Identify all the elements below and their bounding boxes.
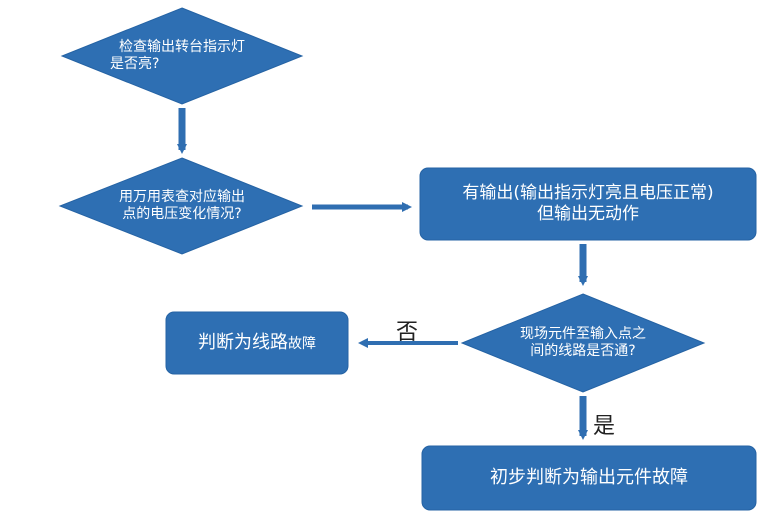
measure-voltage-line2: 点的电压变化情况? bbox=[122, 206, 242, 222]
output-component-fault-label: 初步判断为输出元件故障 bbox=[490, 466, 688, 488]
output-no-action-line1: 有输出(输出指示灯亮且电压正常) bbox=[462, 182, 714, 203]
wiring-fault-text: 判断为线路 故障 bbox=[166, 312, 348, 374]
wiring-fault-box bbox=[165, 311, 349, 375]
check-indicator-line2: 是否亮? bbox=[110, 56, 160, 72]
measure-voltage-text: 用万用表查对应输出 点的电压变化情况? bbox=[92, 180, 272, 232]
output-no-action-line2: 但输出无动作 bbox=[537, 204, 639, 224]
check-wiring-line2: 间的线路是否通? bbox=[530, 343, 636, 359]
measure-voltage-line1: 用万用表查对应输出 bbox=[119, 188, 245, 205]
check-indicator-line1: 检查输出转台指示灯 bbox=[119, 38, 245, 55]
yes-edge-label: 是 bbox=[593, 414, 616, 439]
output-no-action-text: 有输出(输出指示灯亮且电压正常) 但输出无动作 bbox=[420, 170, 756, 238]
wiring-fault-main: 判断为线路 bbox=[198, 331, 288, 353]
output-component-fault-text: 初步判断为输出元件故障 bbox=[422, 446, 756, 510]
no-edge-label: 否 bbox=[396, 320, 419, 345]
check-wiring-line1: 现场元件至输入点之 bbox=[520, 325, 646, 342]
check-wiring-text: 现场元件至输入点之 间的线路是否通? bbox=[493, 317, 673, 369]
check-indicator-text: 检查输出转台指示灯 是否亮? bbox=[92, 30, 272, 82]
output-no-action-box bbox=[419, 167, 757, 241]
output-component-fault-box bbox=[421, 445, 757, 511]
measure-voltage-decision bbox=[58, 157, 304, 255]
check-wiring-decision bbox=[460, 293, 706, 393]
wiring-fault-small: 故障 bbox=[288, 335, 316, 352]
check-indicator-decision bbox=[60, 7, 304, 105]
